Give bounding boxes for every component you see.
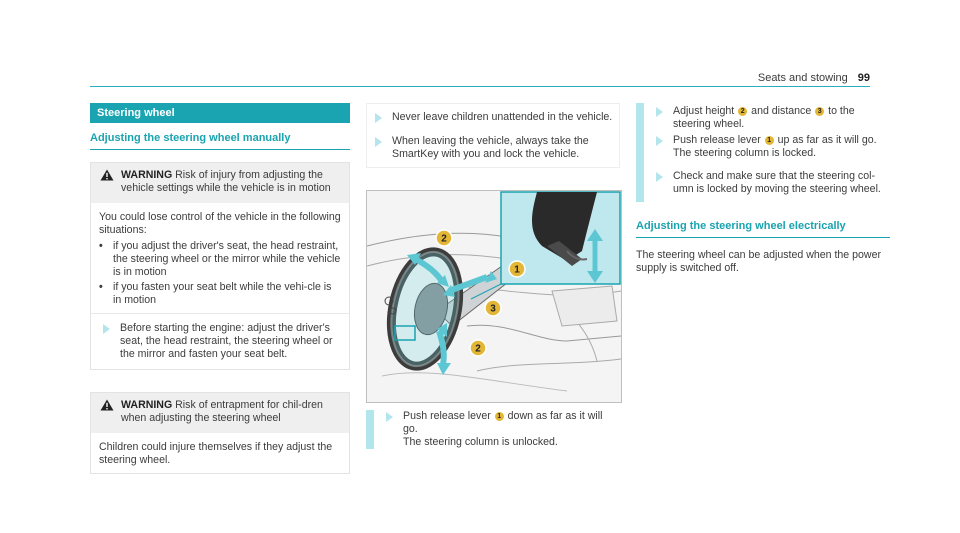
illustration-svg: 1 2 3 2 xyxy=(367,191,621,402)
callout-badge: 1 xyxy=(494,412,504,421)
steering-wheel-illustration: 1 2 3 2 xyxy=(366,190,622,403)
step-arrow-icon xyxy=(103,324,110,334)
bullet-dot: • xyxy=(99,240,103,252)
warning-header: WARNING Risk of entrapment for chil-dren… xyxy=(91,393,349,433)
page-number: 99 xyxy=(857,72,870,84)
step-text-post: up as far as it will go. xyxy=(777,134,877,146)
step-arrow-icon xyxy=(375,137,382,147)
warning-bullet: • if you fasten your seat belt while the… xyxy=(99,281,341,307)
warning-text: You could lose control of the vehicle in… xyxy=(99,211,341,236)
running-header: Seats and stowing 99 xyxy=(758,72,870,84)
callout-2-number: 2 xyxy=(441,234,447,245)
warning-action-text: Before starting the engine: adjust the d… xyxy=(120,322,333,360)
step-item: When leaving the vehicle, always take th… xyxy=(371,135,614,161)
callout-badge: 3 xyxy=(815,107,825,116)
bullet-dot: • xyxy=(99,281,103,293)
step-result: The steering column is unlocked. xyxy=(403,436,558,448)
bullet-text: if you fasten your seat belt while the v… xyxy=(113,281,332,306)
warning-icon xyxy=(100,399,114,411)
step-push-down: Push release lever 1 down as far as it w… xyxy=(366,410,618,449)
step-text-mid: and distance xyxy=(751,105,812,117)
step-item: Never leave children unattended in the v… xyxy=(371,111,614,124)
step-adjust: Adjust height 2 and distance 3 to the st… xyxy=(656,105,890,131)
warning-icon xyxy=(100,169,114,181)
subheading-electric: Adjusting the steering wheel electricall… xyxy=(636,220,890,238)
warning-bullet: • if you adjust the driver's seat, the h… xyxy=(99,240,341,279)
column-left: Steering wheel Adjusting the steering wh… xyxy=(90,103,350,474)
callout-2b-number: 2 xyxy=(475,344,481,355)
bullet-text: if you adjust the driver's seat, the hea… xyxy=(113,240,341,278)
step-text: Check and make sure that the steering co… xyxy=(673,170,881,195)
callout-2-bottom: 2 xyxy=(469,339,487,357)
warning-label: WARNING xyxy=(121,399,173,411)
step-item: Push release lever 1 down as far as it w… xyxy=(386,410,618,449)
callout-2-top: 2 xyxy=(435,229,453,247)
column-right: Adjust height 2 and distance 3 to the st… xyxy=(636,103,890,275)
step-text: Adjust height 2 and distance 3 to the st… xyxy=(673,105,890,131)
step-text-pre: Push release lever xyxy=(403,410,491,422)
step-text-pre: Push release lever xyxy=(673,134,761,146)
column-middle: Never leave children unattended in the v… xyxy=(366,103,620,168)
header-rule xyxy=(90,86,870,87)
step-text-pre: Adjust height xyxy=(673,105,735,117)
callout-1-number: 1 xyxy=(514,265,520,276)
electric-text: The steering wheel can be adjusted when … xyxy=(636,249,881,274)
warning-body: Children could injure themselves if they… xyxy=(91,433,349,473)
step-check: Check and make sure that the steering co… xyxy=(656,170,890,196)
step-text: When leaving the vehicle, always take th… xyxy=(392,135,589,160)
step-arrow-icon xyxy=(656,136,663,146)
warning-body: You could lose control of the vehicle in… xyxy=(91,203,349,313)
header-section: Seats and stowing xyxy=(757,72,848,84)
step-arrow-icon xyxy=(375,113,382,123)
callout-3: 3 xyxy=(484,299,502,317)
callout-1: 1 xyxy=(508,260,526,278)
callout-3-number: 3 xyxy=(490,304,496,315)
steps-strip: Adjust height 2 and distance 3 to the st… xyxy=(636,103,890,202)
step-arrow-icon xyxy=(386,412,393,422)
warning-action: Before starting the engine: adjust the d… xyxy=(91,313,349,369)
warning-label: WARNING xyxy=(121,169,173,181)
step-push-up: Push release lever 1 up as far as it wil… xyxy=(656,134,890,160)
step-result: The steering column is locked. xyxy=(673,147,817,159)
callout-badge: 1 xyxy=(764,136,774,145)
warning-title: Risk of injury from adjusting the vehicl… xyxy=(121,169,331,194)
warning-header: WARNING Risk of injury from adjusting th… xyxy=(91,163,349,203)
step-text: Push release lever 1 up as far as it wil… xyxy=(673,134,890,160)
section-title: Steering wheel xyxy=(90,103,350,123)
warning-box-injury: WARNING Risk of injury from adjusting th… xyxy=(90,162,350,370)
step-text-post: down as far as it will go. xyxy=(403,410,603,435)
warning-title: Risk of entrapment for chil-dren when ad… xyxy=(121,399,323,424)
step-arrow-icon xyxy=(656,107,663,117)
step-text: Push release lever 1 down as far as it w… xyxy=(403,410,618,449)
warning-steps-box: Never leave children unattended in the v… xyxy=(366,103,620,168)
step-text-post: to the steering wheel. xyxy=(673,105,855,130)
callout-badge: 2 xyxy=(738,107,748,116)
subheading-manual: Adjusting the steering wheel manually xyxy=(90,132,350,150)
step-arrow-icon xyxy=(656,172,663,182)
warning-box-entrapment: WARNING Risk of entrapment for chil-dren… xyxy=(90,392,350,474)
step-text: Never leave children unattended in the v… xyxy=(392,111,613,123)
warning-text: Children could injure themselves if they… xyxy=(99,441,333,466)
